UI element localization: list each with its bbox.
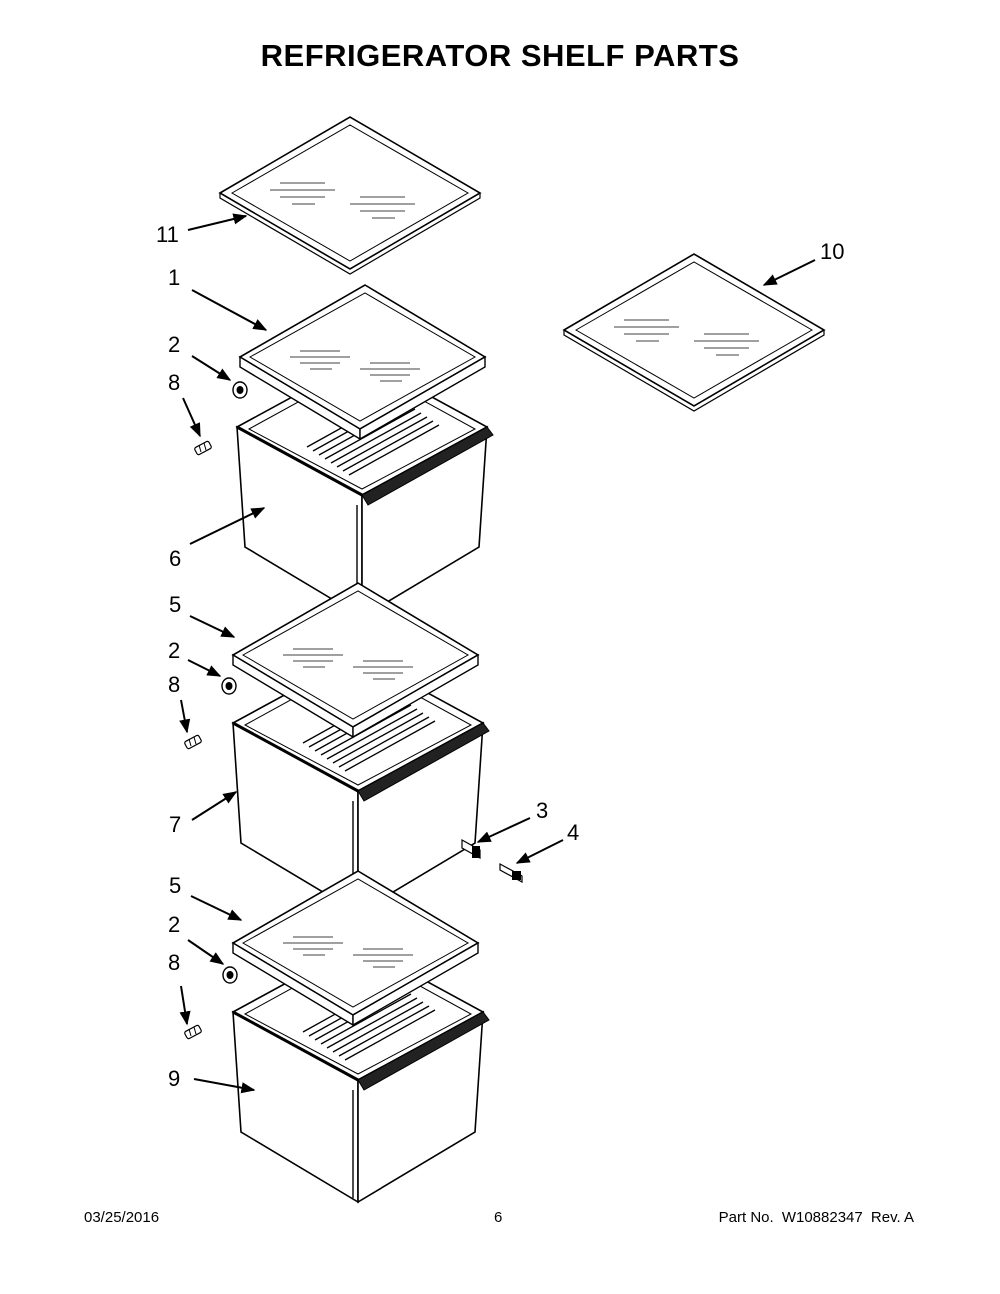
screw-8b [183,734,203,750]
callout-9: 9 [168,1066,180,1091]
glass-shelf-11 [219,116,481,275]
part-number: W10882347 [781,1209,863,1226]
callout-11: 11 [156,222,179,247]
callout-8c: 8 [168,950,180,975]
page-title: REFRIGERATOR SHELF PARTS [260,38,740,73]
callout-5b: 5 [169,873,181,898]
part-label: Part No. [718,1209,774,1226]
callout-10: 10 [820,239,844,264]
revision: Rev. A [870,1209,914,1226]
roller-2a [232,381,248,399]
clip-3 [461,838,481,860]
callout-3: 3 [536,798,548,823]
glass-shelf-10 [563,253,825,412]
callout-2b: 2 [168,638,180,663]
callout-6: 6 [169,546,181,571]
footer-page-number: 6 [494,1209,503,1226]
screw-8c [183,1024,203,1040]
footer-part-number: Part No. W10882347 Rev. A [715,1209,914,1226]
clip-4 [499,862,523,884]
callout-8a: 8 [168,370,180,395]
callout-4: 4 [567,820,579,845]
callout-2c: 2 [168,912,180,937]
callout-7: 7 [169,812,181,837]
screw-8a [193,440,213,456]
roller-2c [222,966,238,984]
callout-8b: 8 [168,672,180,697]
callout-5a: 5 [169,592,181,617]
callout-2a: 2 [168,332,180,357]
callout-1: 1 [168,265,180,290]
footer-date: 03/25/2016 [84,1209,160,1226]
roller-2b [221,677,237,695]
